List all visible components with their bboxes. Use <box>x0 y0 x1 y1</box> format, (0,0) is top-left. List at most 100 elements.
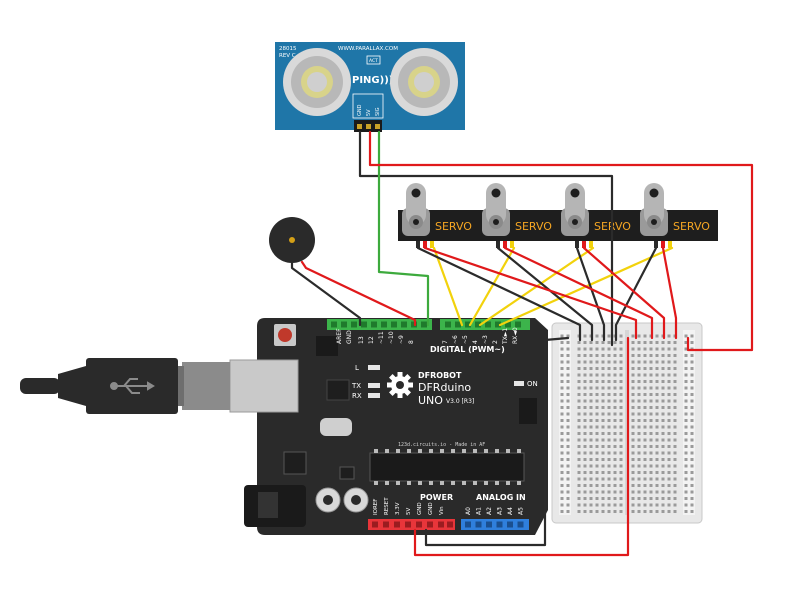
servo-1-signal-wire[interactable] <box>432 246 464 327</box>
sensor-website: WWW.PARALLAX.COM <box>338 46 398 52</box>
sensor-pin-label: 5V <box>366 109 372 116</box>
digital-pin-label: TX►1 <box>502 328 509 345</box>
l-label: L <box>355 364 359 372</box>
ping-sensor[interactable]: 28015 REV C WWW.PARALLAX.COM ACT PING)))… <box>275 42 465 132</box>
rx-label: RX <box>352 392 362 400</box>
sensor-act-label: ACT <box>369 58 378 64</box>
analog-pin-label: A3 <box>497 507 504 515</box>
transducer-right <box>390 48 458 116</box>
power-pin-label: RESET <box>384 497 390 515</box>
power-pin-label: GND <box>417 502 423 515</box>
analog-pin-label: A1 <box>476 507 483 515</box>
analog-header[interactable] <box>461 519 529 530</box>
buzzer-signal-wire[interactable] <box>300 260 417 327</box>
digital-pin-label: ~9 <box>398 335 405 344</box>
microcontroller-chip <box>369 449 525 485</box>
icsp-header-top <box>316 336 338 356</box>
sensor-pin-label: GND <box>357 104 363 116</box>
arduino-gnd-wire[interactable] <box>424 336 570 547</box>
digital-pin-label: ~6 <box>452 335 459 344</box>
board-model: DFRduino <box>418 381 471 394</box>
digital-pin-label: RX◄0 <box>512 327 519 344</box>
servo-motor[interactable]: SERVO <box>478 183 560 248</box>
crystal <box>320 418 352 436</box>
servo-2-power-wire[interactable] <box>503 246 654 340</box>
regulator <box>283 451 307 475</box>
servo-label: SERVO <box>435 220 472 233</box>
transducer-left <box>283 48 351 116</box>
digital-pin-label: 13 <box>358 336 365 344</box>
servo-1-gnd-wire[interactable] <box>416 246 582 342</box>
digital-pin-label: 2 <box>492 340 499 344</box>
sensor-part-code: 28015 <box>279 46 297 52</box>
digital-label: DIGITAL (PWM~) <box>430 345 505 354</box>
servo-3-power-wire[interactable] <box>582 246 666 340</box>
power-pin-label: 3.3V <box>395 502 401 515</box>
sensor-gnd-wire[interactable] <box>358 130 614 347</box>
board-brand: DFROBOT <box>418 371 462 380</box>
digital-pin-label: ~10 <box>388 331 395 344</box>
usb-cable <box>20 358 230 414</box>
piezo-buzzer[interactable] <box>269 217 315 263</box>
sensor-logo: PING))) <box>352 75 393 86</box>
sensor-pin-label: SIG <box>375 107 381 116</box>
power-pin-label: IOREF <box>373 499 379 515</box>
analog-pin-label: A0 <box>465 507 472 515</box>
wire-group <box>290 130 754 557</box>
led-on <box>514 381 524 386</box>
on-label: ON <box>527 380 538 388</box>
power-pin-label: 5V <box>406 508 412 515</box>
power-pin-label: Vin <box>439 506 445 515</box>
digital-pin-label: ~5 <box>462 335 469 344</box>
digital-pin-label: 7 <box>442 340 449 344</box>
digital-pin-label: ~11 <box>378 331 385 344</box>
digital-pin-label: 4 <box>472 340 479 344</box>
servo-4-gnd-wire[interactable] <box>614 246 658 342</box>
board-tagline: 123d.circuits.io - Made in AF <box>398 442 485 448</box>
servo-2-signal-wire[interactable] <box>468 246 516 327</box>
usb-chip <box>326 379 350 401</box>
servo-group: SERVO SERVO SERVO SERVO <box>398 183 718 248</box>
icsp-header-right <box>519 398 537 424</box>
sensor-5v-wire[interactable] <box>368 130 754 352</box>
analog-label: ANALOG IN <box>476 493 526 502</box>
power-label: POWER <box>420 493 453 502</box>
analog-pin-label: A2 <box>486 507 493 515</box>
digital-pin-label: 8 <box>408 340 415 344</box>
power-pin-label: GND <box>428 502 434 515</box>
servo-label: SERVO <box>515 220 552 233</box>
sensor-revision: REV C <box>279 53 296 59</box>
servo-motor[interactable]: SERVO <box>557 183 639 248</box>
gnd-label: GND <box>346 330 353 344</box>
buzzer-gnd-wire[interactable] <box>290 260 362 327</box>
tx-label: TX <box>351 382 361 390</box>
servo-motor[interactable]: SERVO <box>636 183 718 248</box>
digital-pin-label: 12 <box>368 336 375 344</box>
power-header[interactable] <box>368 519 455 530</box>
servo-label: SERVO <box>673 220 710 233</box>
servo-3-gnd-wire[interactable] <box>575 246 606 342</box>
aref-label: AREF <box>336 328 343 344</box>
arduino-board[interactable]: L TX RX ON DFROBOT DFRduino UNO V3.0 [R3… <box>20 318 548 535</box>
digital-pin-label: ~3 <box>482 335 489 344</box>
servo-motor[interactable]: SERVO <box>398 183 480 248</box>
digital-header[interactable] <box>327 319 530 330</box>
analog-pin-label: A4 <box>507 507 514 515</box>
sensor-signal-wire[interactable] <box>377 130 430 327</box>
servo-4-power-wire[interactable] <box>661 246 678 340</box>
gear-logo-icon <box>387 372 413 398</box>
led-tx <box>368 383 380 388</box>
usb-symbol-icon <box>110 378 155 394</box>
analog-pin-label: A5 <box>518 507 525 515</box>
led-rx <box>368 393 380 398</box>
servo-2-gnd-wire[interactable] <box>496 246 594 342</box>
servo-1-power-wire[interactable] <box>423 246 638 340</box>
arduino-5v-wire[interactable] <box>413 336 630 557</box>
power-pin-labels: IOREF RESET 3.3V 5V GND GND Vin <box>373 497 445 515</box>
board-variant: UNO <box>418 394 443 407</box>
